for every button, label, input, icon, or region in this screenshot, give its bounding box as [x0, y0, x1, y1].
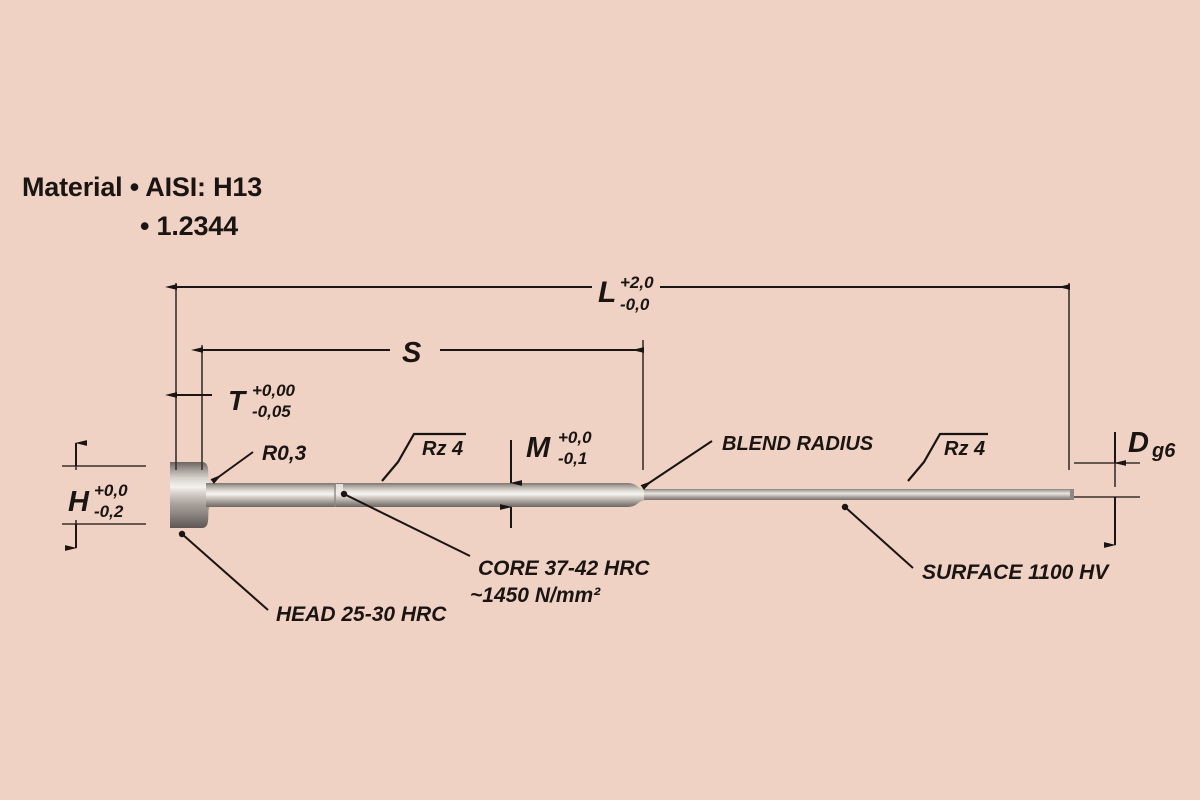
surface-finish-symbols [381, 432, 988, 482]
drawing-text-labels: L +2,0 -0,0 S T +0,00 -0,05 H +0,0 -0,2 … [68, 273, 1176, 626]
leader-core-hardness [340, 490, 471, 557]
dim-tol-H-upper: +0,0 [94, 481, 128, 500]
blend-radius-taper [626, 483, 648, 507]
dim-label-D: D [1128, 427, 1149, 459]
leader-lines [178, 440, 914, 611]
dim-tol-M-upper: +0,0 [558, 428, 592, 447]
dim-label-M: M [526, 432, 551, 464]
leader-blend-radius [640, 440, 713, 490]
callout-surface-finish-left: Rz 4 [422, 438, 463, 460]
pin-head [170, 462, 202, 528]
dim-tol-T-upper: +0,00 [252, 381, 296, 400]
callout-core-hardness: CORE 37-42 HRC [478, 557, 650, 580]
shaft-notch [336, 484, 343, 495]
dim-label-S: S [402, 337, 422, 369]
material-line-din: • 1.2344 [140, 211, 238, 242]
material-specification: Material • AISI: H13 • 1.2344 [22, 168, 262, 246]
dim-label-D-fit: g6 [1151, 440, 1176, 462]
leader-surface-hardness [841, 503, 914, 569]
leader-radius [210, 451, 254, 484]
dim-label-H: H [68, 486, 90, 518]
dim-label-L: L [598, 276, 616, 309]
surface-finish-check-right [907, 432, 988, 482]
callout-head-hardness: HEAD 25-30 HRC [276, 603, 447, 626]
dim-tol-L-upper: +2,0 [620, 273, 654, 292]
part-geometry [170, 462, 1074, 528]
mid-shaft [206, 483, 626, 507]
callout-blend-radius: BLEND RADIUS [722, 433, 874, 455]
dim-tol-L-lower: -0,0 [620, 295, 650, 314]
dimension-lines [65, 284, 1126, 551]
material-line-aisi: Material • AISI: H13 [22, 172, 263, 202]
shaft-notch-edge [334, 483, 336, 507]
callout-surface-finish-right: Rz 4 [944, 438, 985, 460]
dim-tol-M-lower: -0,1 [558, 449, 587, 468]
leader-head-hardness [178, 530, 269, 611]
callout-surface-hardness: SURFACE 1100 HV [922, 561, 1110, 584]
dim-tol-H-lower: -0,2 [94, 502, 124, 521]
dim-tol-T-lower: -0,05 [252, 402, 291, 421]
pin-end [1070, 489, 1074, 500]
extension-lines [62, 283, 1140, 548]
pin-shaft [644, 489, 1074, 500]
dim-label-T: T [228, 385, 248, 416]
callout-radius: R0,3 [262, 442, 307, 465]
callout-core-tensile: ~1450 N/mm² [470, 584, 601, 607]
surface-finish-check-left [381, 432, 466, 482]
